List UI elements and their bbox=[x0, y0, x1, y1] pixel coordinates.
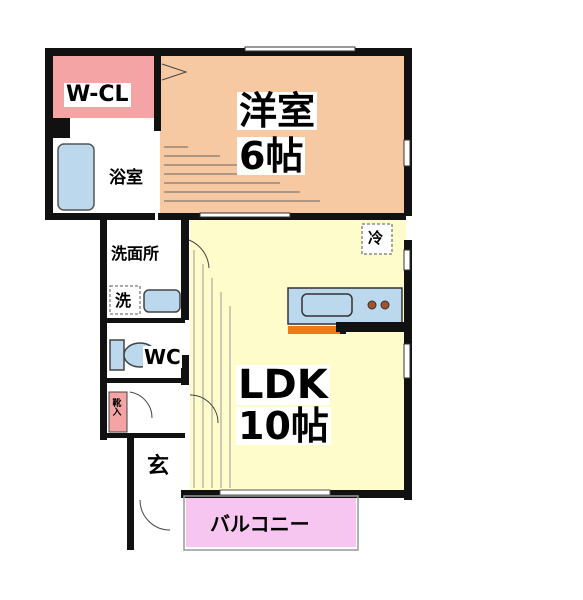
stove-burner-left bbox=[367, 300, 377, 310]
balcony-label: バルコニー bbox=[210, 512, 310, 536]
ldk-room-fill bbox=[190, 220, 406, 492]
kitchen-upper-counter bbox=[288, 326, 340, 334]
kitchen-sink bbox=[301, 293, 353, 317]
wc-label: WC bbox=[143, 345, 182, 369]
balcony-outline bbox=[183, 495, 359, 551]
stove-burner-right bbox=[380, 300, 390, 310]
windows bbox=[199, 46, 411, 379]
ldk-hatch-lines bbox=[193, 250, 231, 488]
western-room-name: 洋室 bbox=[237, 89, 318, 133]
washroom-label: 洗面所 bbox=[110, 244, 161, 263]
wash-basin bbox=[143, 289, 181, 313]
shoe-storage bbox=[108, 391, 128, 433]
entrance-label: 玄 bbox=[146, 454, 171, 479]
toilet-tank bbox=[109, 339, 125, 371]
western-room-fill bbox=[160, 56, 406, 215]
storage-label: 靴入 bbox=[112, 399, 122, 418]
western-room-size: 6帖 bbox=[237, 134, 306, 178]
bath-label: 浴室 bbox=[108, 168, 144, 188]
fridge-label: 冷 bbox=[368, 229, 384, 247]
fridge-space bbox=[361, 223, 393, 255]
bathtub bbox=[57, 143, 95, 211]
balcony-door bbox=[219, 489, 331, 496]
ldk-size: 10帖 bbox=[236, 404, 331, 448]
door-swings bbox=[129, 63, 219, 531]
wcl-label: W-CL bbox=[64, 82, 131, 107]
ldk-name: LDK bbox=[236, 362, 330, 408]
wash-label: 洗 bbox=[114, 291, 133, 310]
balcony-fill bbox=[186, 497, 356, 547]
